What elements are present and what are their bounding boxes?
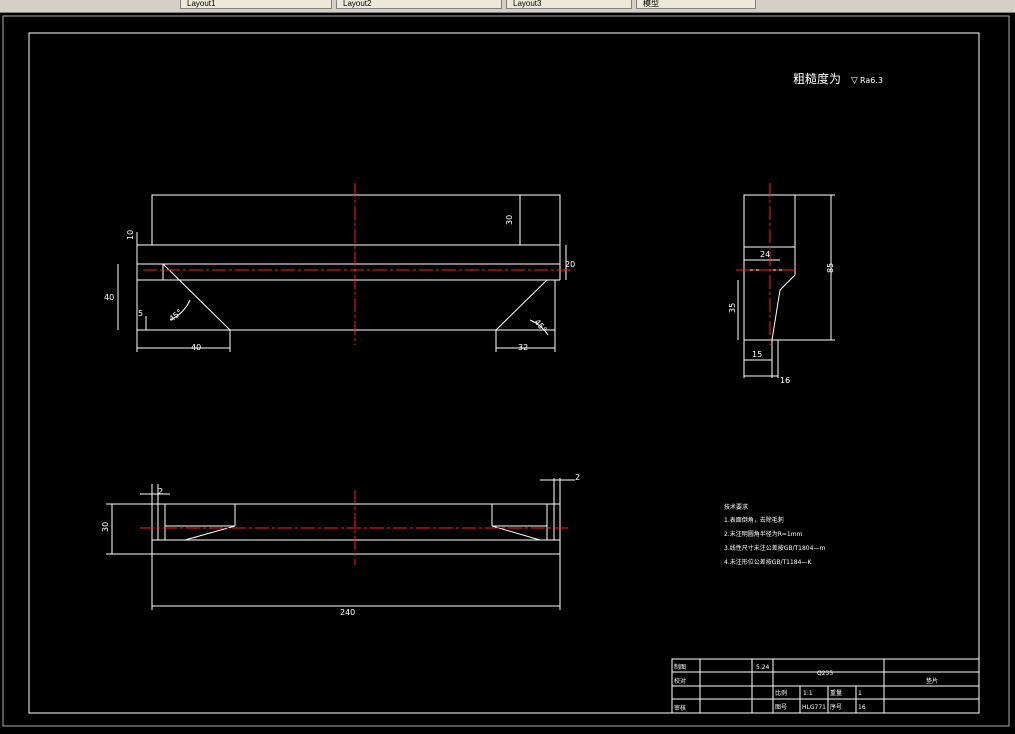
dim-24: 24: [760, 250, 770, 259]
dim-bottom-left: 40: [191, 343, 201, 352]
tb-review-label: 审核: [674, 704, 686, 712]
roughness-symbol: ▽: [851, 76, 858, 86]
tb-material: Q235: [817, 670, 833, 677]
dim-top-height: 30: [505, 215, 514, 225]
note-line: 2.未注明圆角半径为R=1mm: [724, 530, 803, 538]
dim-240: 240: [340, 608, 355, 617]
tb-draw-label: 制图: [674, 663, 686, 671]
front-view-top-block: [151, 194, 561, 246]
dim-2-right: 2: [575, 473, 580, 482]
dim-30: 30: [101, 522, 110, 532]
sheet-outer-border: [2, 15, 1010, 727]
tb-scale-value: 1:1: [803, 690, 813, 697]
dim-35: 35: [728, 303, 737, 313]
technical-notes: 技术要求 1.表面倒角，去除毛刺 2.未注明圆角半径为R=1mm 3.线性尺寸未…: [724, 503, 825, 566]
tb-scale-label: 比例: [775, 689, 787, 697]
dim-2-left: 2: [158, 487, 163, 496]
tb-drawing-no-value: HLG771: [802, 704, 826, 711]
tb-weight-label: 重量: [830, 689, 842, 697]
tab-model[interactable]: 模型: [636, 0, 756, 9]
dim-16: 16: [780, 376, 790, 385]
dim-85: 85: [826, 263, 835, 273]
drawing-canvas[interactable]: 粗糙度为 ▽ Ra6.3 30 10 20 40 5 45° 45° 40 32…: [0, 12, 1015, 730]
note-line: 4.未注形位公差按GB/T1184—K: [724, 558, 812, 566]
angle-left: 45°: [168, 308, 185, 324]
roughness-value: Ra6.3: [860, 76, 883, 85]
tb-check-label: 校对: [674, 677, 686, 685]
tab-label: Layout3: [513, 0, 542, 8]
dim-ledge-10: 10: [126, 230, 135, 240]
tb-date: 5.24: [756, 664, 770, 671]
tab-layout1[interactable]: Layout1: [180, 0, 332, 9]
dim-15: 15: [752, 350, 762, 359]
tb-weight-value: 1: [858, 690, 862, 697]
layout-tab-bar: Layout1 Layout2 Layout3 模型: [0, 0, 1015, 13]
tab-layout3[interactable]: Layout3: [506, 0, 632, 9]
cad-drawing: 粗糙度为 ▽ Ra6.3 30 10 20 40 5 45° 45° 40 32…: [2, 15, 1010, 727]
dim-left-5: 5: [138, 309, 143, 318]
drawing-frame: [28, 32, 980, 714]
title-block-text: 制图 校对 审核 5.24 Q235 垫片 比例 1:1 重量 1 图号 HLG…: [674, 663, 938, 712]
tb-sheet-label: 序号: [830, 703, 842, 711]
tab-label: Layout2: [343, 0, 372, 8]
tb-sheet-value: 16: [858, 704, 866, 711]
note-line: 3.线性尺寸未注公差按GB/T1804—m: [724, 544, 825, 552]
tab-label: 模型: [643, 0, 659, 8]
tb-part-name: 垫片: [926, 677, 938, 685]
tab-label: Layout1: [187, 0, 216, 8]
top-view-outer: [151, 503, 561, 555]
dim-left-40: 40: [104, 293, 114, 302]
front-view-ledge: [136, 244, 561, 265]
dim-right-20: 20: [565, 260, 575, 269]
front-view-left-step: [137, 263, 164, 281]
dim-bottom-right: 32: [518, 343, 528, 352]
tab-layout2[interactable]: Layout2: [336, 0, 502, 9]
note-line: 1.表面倒角，去除毛刺: [724, 516, 784, 524]
notes-title: 技术要求: [724, 503, 748, 511]
tb-drawing-no-label: 图号: [775, 704, 787, 711]
roughness-label: 粗糙度为: [793, 71, 841, 86]
